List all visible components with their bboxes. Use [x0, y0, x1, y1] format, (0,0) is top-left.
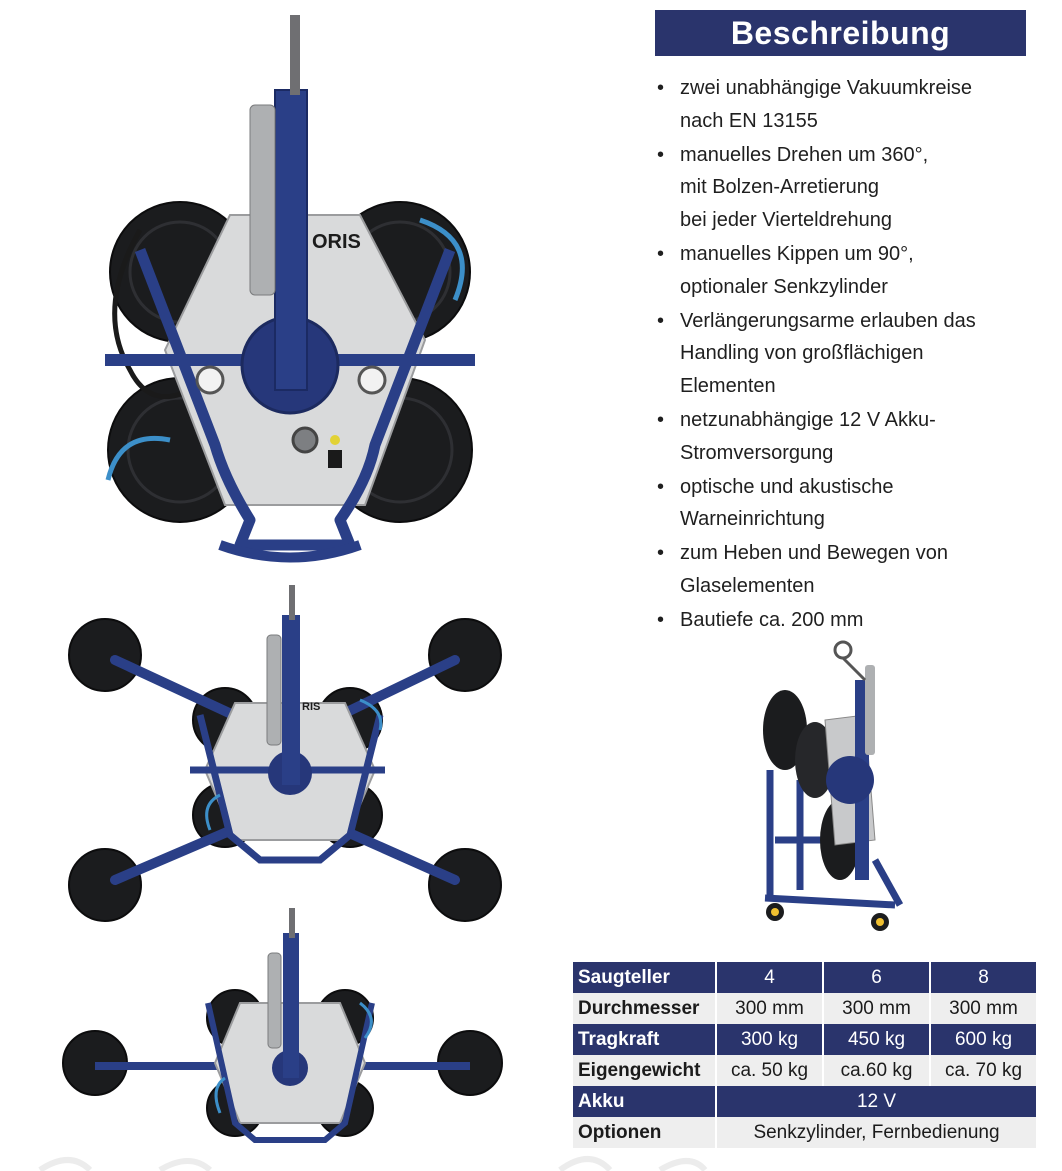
- spec-row-label: Tragkraft: [573, 1024, 715, 1055]
- feature-line: Elementen: [680, 375, 776, 398]
- feature-line: Handling von großflächigen: [680, 342, 924, 365]
- feature-line: zwei unabhängige Vakuumkreise: [680, 77, 973, 99]
- feature-item: • netzunabhängige 12 V Akku- Stromversorgu…: [656, 404, 1036, 470]
- spec-row-label: Saugteller: [573, 962, 715, 993]
- feature-line: Glaselementen: [680, 574, 815, 597]
- feature-item: • optische und akustische Warneinrichtung: [656, 471, 1036, 537]
- feature-item: • manuelles Kippen um 90°, optionaler Senk…: [656, 238, 1036, 304]
- product-image-side-view: [763, 640, 904, 931]
- spec-cell: ca. 70 kg: [931, 1055, 1036, 1086]
- feature-line: Verlängerungsarme erlauben das: [680, 309, 976, 332]
- product-image-6-cups: RIS: [68, 585, 502, 922]
- feature-line: netzunabhängige 12 V Akku-: [680, 408, 936, 431]
- spec-cell: 6: [824, 962, 929, 993]
- spec-cell: 12 V: [717, 1086, 1036, 1117]
- feature-line: manuelles Drehen um 360°,: [680, 143, 929, 166]
- feature-line: Bautiefe ca. 200 mm: [680, 608, 864, 631]
- spec-cell: 8: [931, 962, 1036, 993]
- product-image-8-cups: [62, 908, 503, 1143]
- spec-row-label: Optionen: [573, 1117, 715, 1148]
- bullet-icon: •: [657, 242, 665, 265]
- spec-cell: 450 kg: [824, 1024, 929, 1055]
- spec-cell: 300 mm: [824, 993, 929, 1024]
- bullet-icon: •: [657, 542, 665, 565]
- feature-line: manuelles Kippen um 90°,: [680, 242, 914, 265]
- spec-row-label: Akku: [573, 1086, 715, 1117]
- feature-line: bei jeder Vierteldrehung: [680, 209, 893, 232]
- section-heading: Beschreibung: [655, 10, 1026, 56]
- feature-line: Stromversorgung: [680, 441, 834, 464]
- watermark: [38, 1156, 708, 1171]
- feature-item: • Bautiefe ca. 200 mm: [656, 604, 1036, 637]
- spec-row-label: Eigengewicht: [573, 1055, 715, 1086]
- feature-line: zum Heben und Bewegen von: [680, 542, 948, 565]
- feature-line: Warneinrichtung: [680, 508, 825, 531]
- spec-row-label: Durchmesser: [573, 993, 715, 1024]
- feature-item: • zwei unabhängige Vakuumkreise nach EN 13…: [656, 72, 1036, 138]
- logo-oris-medium: RIS: [302, 701, 320, 713]
- feature-list: • zwei unabhängige Vakuumkreise nach EN 13…: [656, 72, 1036, 638]
- feature-line: optische und akustische: [680, 475, 894, 498]
- bullet-icon: •: [657, 475, 665, 498]
- bullet-icon: •: [657, 77, 665, 99]
- bullet-icon: •: [657, 309, 665, 332]
- bullet-icon: •: [657, 608, 665, 631]
- feature-line: nach EN 13155: [680, 109, 818, 132]
- spec-cell: Senkzylinder, Fernbedienung: [717, 1117, 1036, 1148]
- feature-line: optionaler Senkzylinder: [680, 275, 888, 298]
- spec-cell: ca. 50 kg: [717, 1055, 822, 1086]
- spec-cell: 300 kg: [717, 1024, 822, 1055]
- bullet-icon: •: [657, 143, 665, 166]
- product-image-4-cups: ORIS: [105, 15, 475, 563]
- bullet-icon: •: [657, 408, 665, 431]
- spec-cell: 4: [717, 962, 822, 993]
- spec-cell: ca.60 kg: [824, 1055, 929, 1086]
- feature-line: mit Bolzen-Arretierung: [680, 176, 879, 199]
- feature-item: • manuelles Drehen um 360°, mit Bolzen-Arr…: [656, 139, 1036, 237]
- spec-cell: 300 mm: [717, 993, 822, 1024]
- logo-oris-large: ORIS: [312, 231, 361, 253]
- spec-cell: 600 kg: [931, 1024, 1036, 1055]
- spec-cell: 300 mm: [931, 993, 1036, 1024]
